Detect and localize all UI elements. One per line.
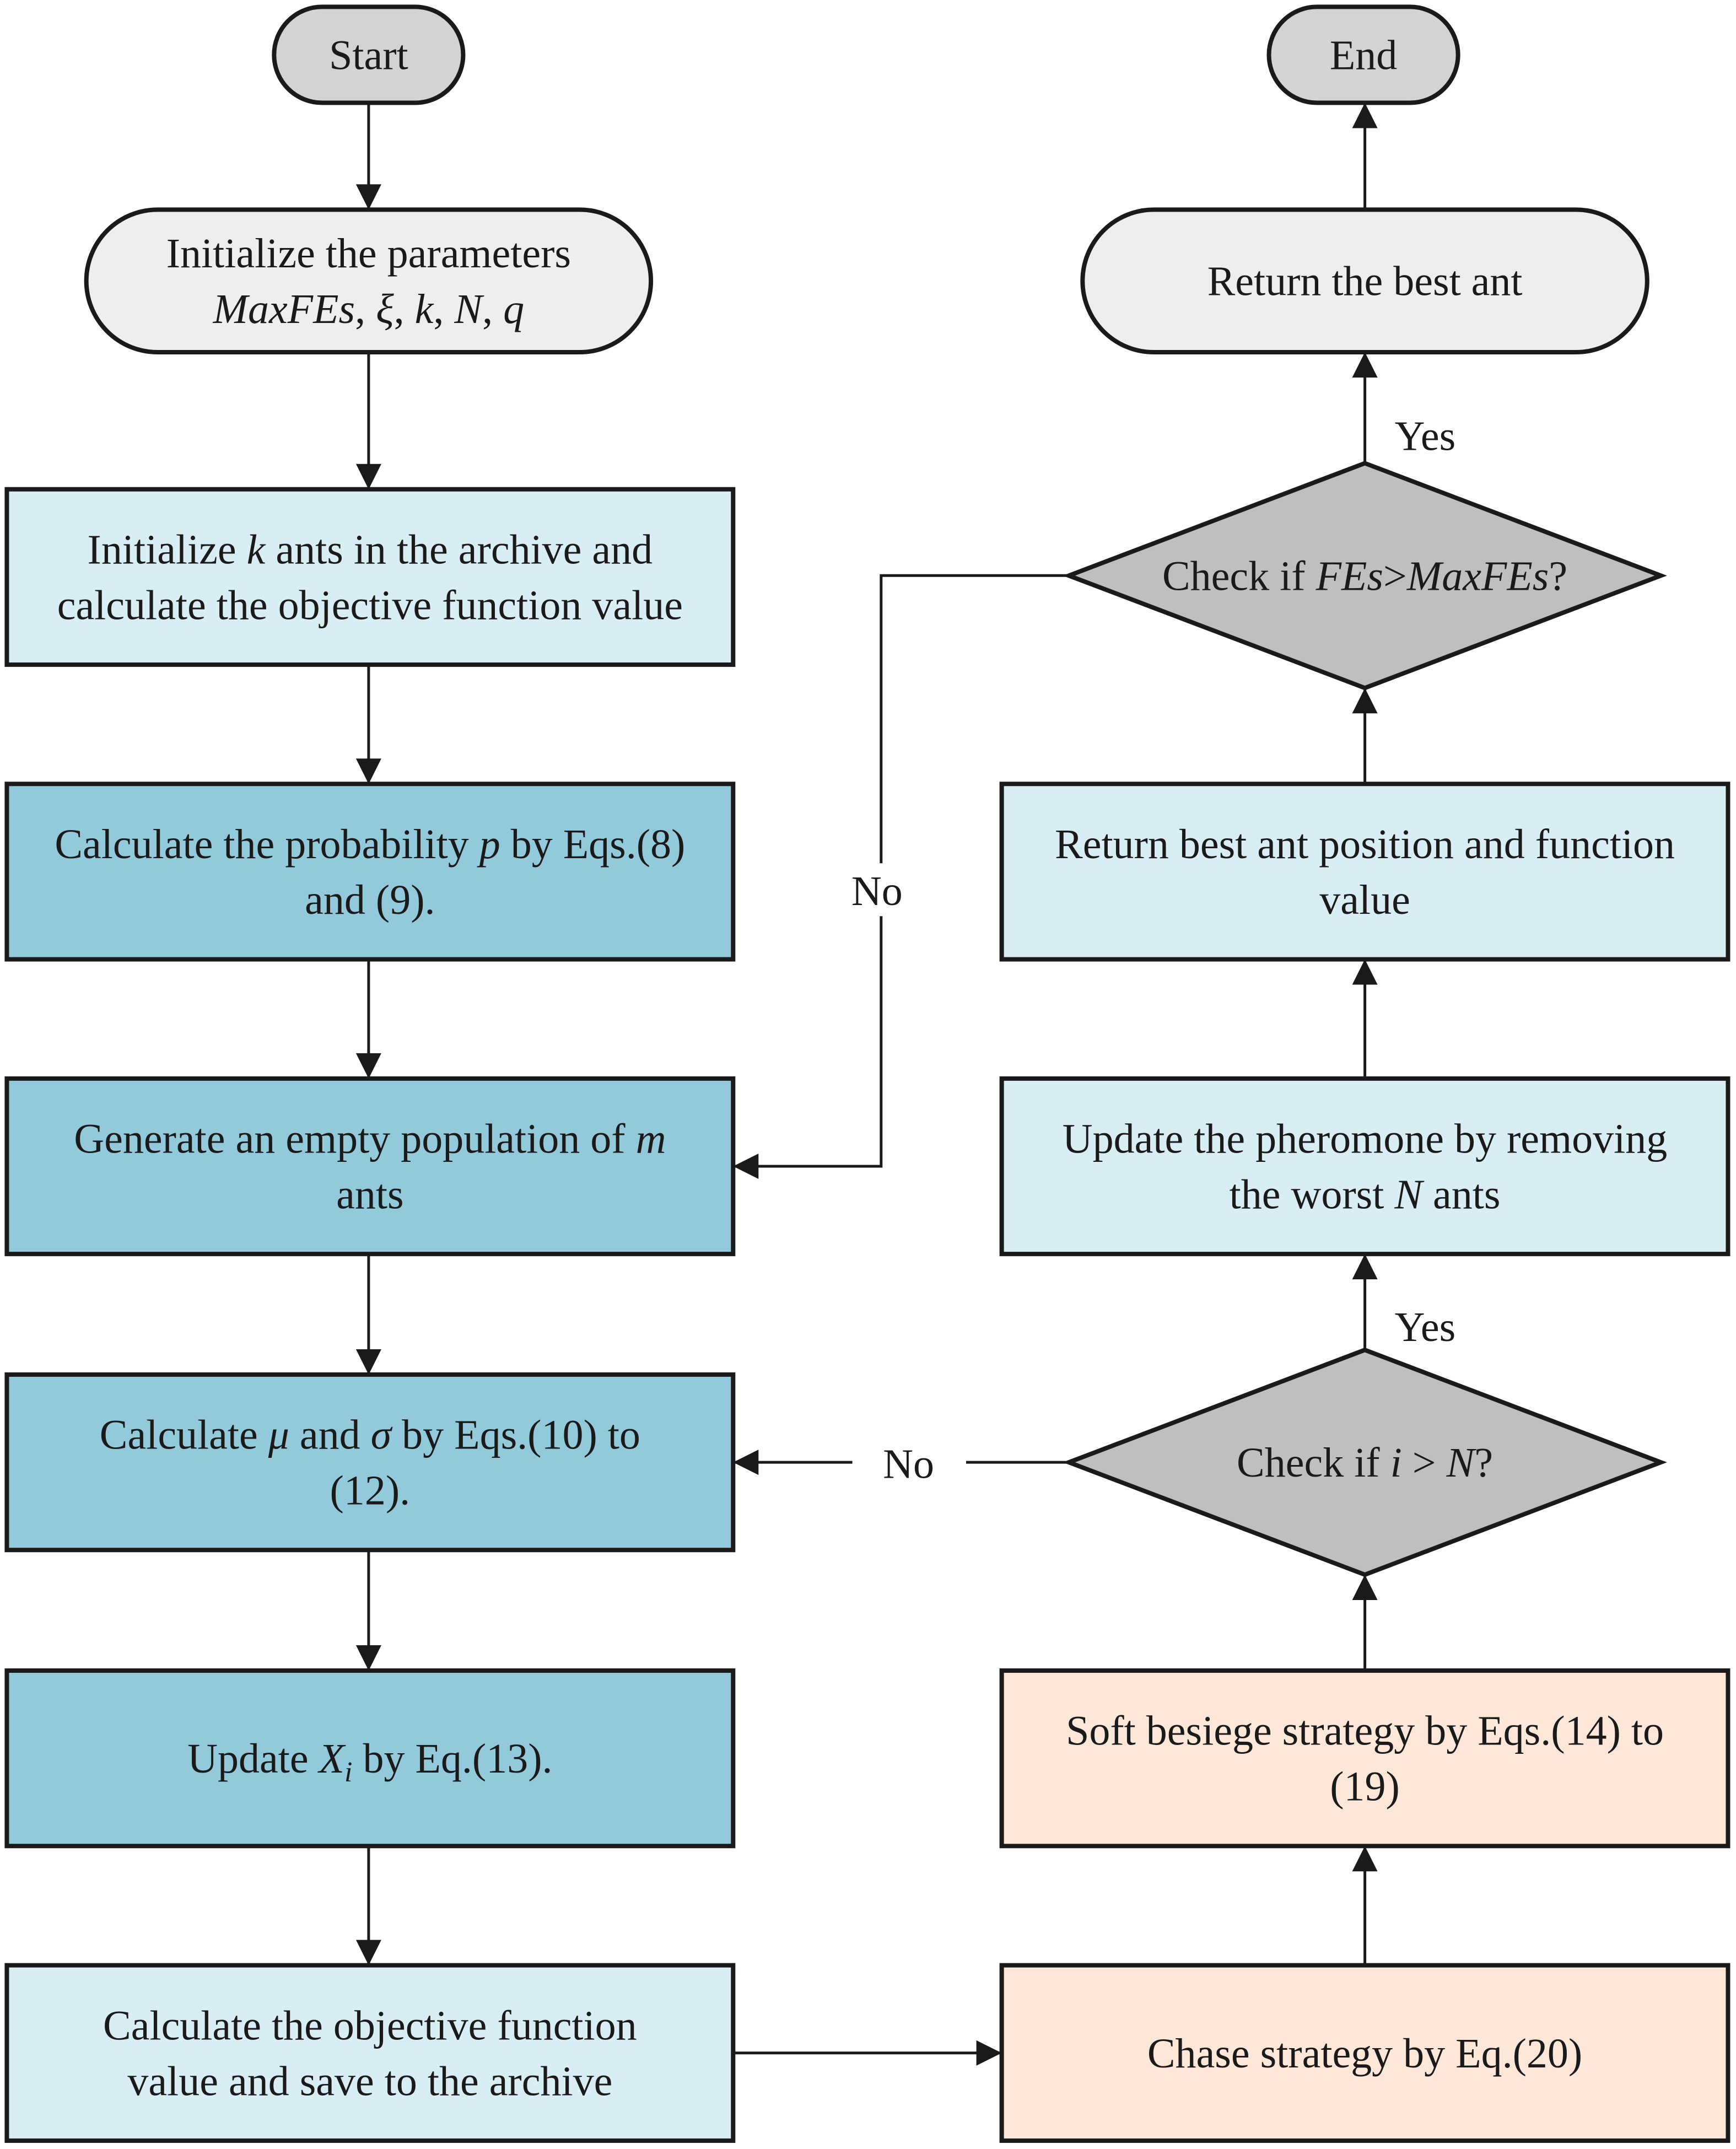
node-text-calc-mu: (12).: [330, 1468, 411, 1514]
node-shape-update-x: [4, 1668, 736, 1849]
node-text-init-params: Initialize the parameters: [166, 230, 571, 277]
edge-label-yes-mid: Yes: [1395, 1304, 1456, 1350]
node-shape-start: [272, 4, 466, 105]
node-text-update-x: Update Xi by Eq.(13).: [187, 1736, 552, 1788]
node-shape-return-pos: [999, 782, 1730, 962]
node-text-update-ph: Update the pheromone by removing: [1063, 1116, 1667, 1162]
node-shape-init-params: [84, 207, 654, 355]
node-text-init-params: MaxFEs, ξ, k, N, q: [213, 286, 524, 332]
node-text-return-best: Return the best ant: [1207, 258, 1523, 305]
node-check-i: Check if i > N?: [1063, 1347, 1667, 1577]
node-shape-init-ants: [4, 487, 736, 667]
node-shape-return-best: [1080, 207, 1649, 355]
edge-label-no-left: No: [851, 868, 903, 914]
node-text-init-ants: Initialize k ants in the archive and: [88, 526, 653, 573]
node-return-best: Return the best ant: [1080, 207, 1649, 355]
node-start: Start: [272, 4, 466, 105]
edge-label-yes-top: Yes: [1395, 413, 1456, 460]
edge-label-bg: [845, 863, 909, 917]
node-end: End: [1266, 4, 1460, 105]
node-text-return-pos: Return best ant position and function: [1055, 821, 1675, 868]
node-text-soft: Soft besiege strategy by Eqs.(14) to: [1066, 1708, 1664, 1754]
node-text-calc-mu: Calculate μ and σ by Eqs.(10) to: [100, 1412, 640, 1458]
node-return-pos: Return best ant position and function val…: [999, 782, 1730, 962]
node-soft: Soft besiege strategy by Eqs.(14) to (19): [999, 1668, 1730, 1849]
node-text-init-ants: calculate the objective function value: [57, 582, 683, 628]
node-shape-calc-mu: [4, 1372, 736, 1553]
node-text-chase: Chase strategy by Eq.(20): [1147, 2030, 1582, 2077]
node-init-ants: Initialize k ants in the archive and calc…: [4, 487, 736, 667]
node-text-return-pos: value: [1319, 877, 1410, 923]
node-text-start: Start: [329, 32, 408, 78]
node-calc-mu: Calculate μ and σ by Eqs.(10) to (12).: [4, 1372, 736, 1553]
node-shape-calc-prob: [4, 782, 736, 962]
node-text-end: End: [1330, 32, 1397, 78]
node-calc-prob: Calculate the probability p by Eqs.(8) an…: [4, 782, 736, 962]
node-check-fes: Check if FEs>MaxFEs?: [1063, 461, 1667, 691]
node-chase: Chase strategy by Eq.(20): [999, 1963, 1730, 2143]
node-text-check-i: Check if i > N?: [1237, 1440, 1493, 1486]
node-shape-update-ph: [999, 1076, 1730, 1257]
node-update-x: Update Xi by Eq.(13).: [4, 1668, 736, 1849]
edge-label-no-mid: No: [883, 1441, 934, 1488]
node-shape-calc-obj: [4, 1963, 736, 2143]
node-text-gen-pop: Generate an empty population of m: [74, 1116, 666, 1162]
node-text-calc-prob: and (9).: [305, 877, 435, 923]
node-text-calc-prob: Calculate the probability p by Eqs.(8): [55, 821, 685, 868]
node-update-ph: Update the pheromone by removing the wors…: [999, 1076, 1730, 1257]
node-text-soft: (19): [1330, 1764, 1400, 1810]
node-calc-obj: Calculate the objective function value an…: [4, 1963, 736, 2143]
node-text-check-fes: Check if FEs>MaxFEs?: [1162, 553, 1567, 599]
node-shape-gen-pop: [4, 1076, 736, 1257]
node-text-calc-obj: value and save to the archive: [127, 2058, 612, 2104]
node-shape-soft: [999, 1668, 1730, 1849]
node-text-calc-obj: Calculate the objective function: [103, 2002, 637, 2049]
node-shape-check-i: [1063, 1347, 1667, 1577]
node-shape-end: [1266, 4, 1460, 105]
node-gen-pop: Generate an empty population of m ants: [4, 1076, 736, 1257]
node-text-gen-pop: ants: [336, 1172, 403, 1218]
node-text-update-ph: the worst N ants: [1230, 1172, 1501, 1218]
node-shape-check-fes: [1063, 461, 1667, 691]
node-shape-chase: [999, 1963, 1730, 2143]
